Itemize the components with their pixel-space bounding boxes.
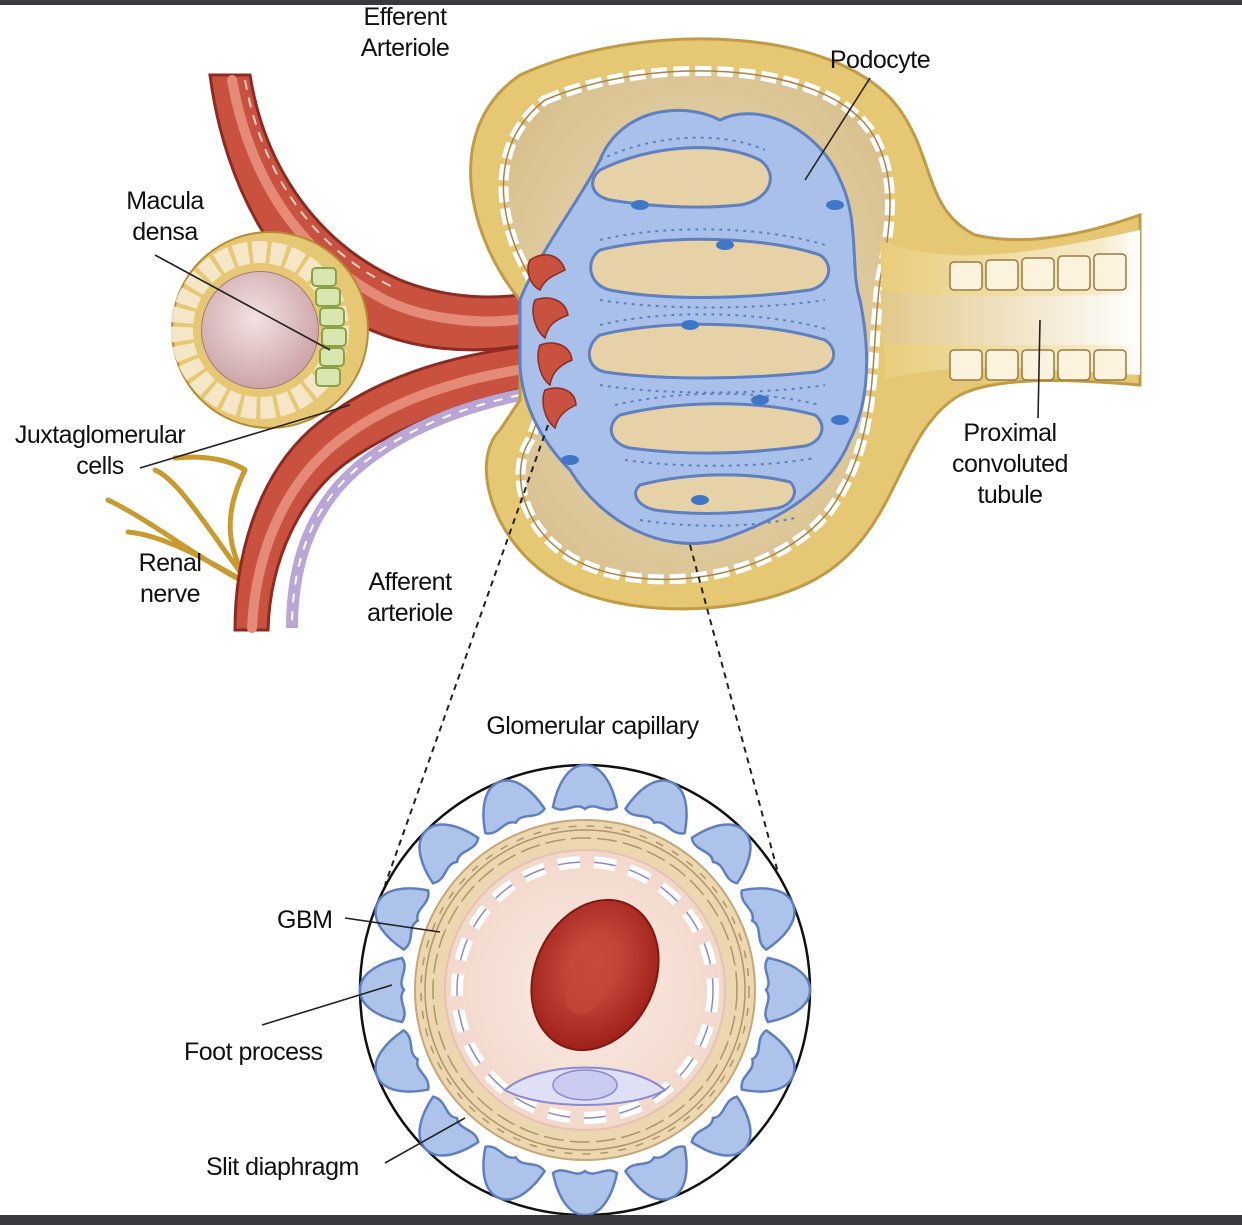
- glomerular-tuft: [518, 108, 869, 545]
- top-border: [0, 0, 1242, 5]
- distal-tubule: [171, 231, 369, 429]
- foot-process: [690, 1095, 752, 1157]
- label-efferent-arteriole: Efferent Arteriole: [360, 3, 450, 62]
- foot-process: [418, 823, 480, 885]
- zoom-lines: [384, 424, 781, 886]
- label-proximal-convoluted-tubule: Proximal convoluted tubule: [952, 419, 1068, 509]
- foot-process: [482, 779, 547, 835]
- foot-process: [551, 763, 619, 811]
- label-gbm: GBM: [277, 906, 333, 934]
- label-slit-diaphragm: Slit diaphragm: [206, 1153, 359, 1181]
- label-podocyte: Podocyte: [829, 46, 931, 74]
- label-afferent-arteriole: Afferent arteriole: [367, 568, 453, 627]
- label-juxtaglomerular-cells: Juxtaglomerular cells: [14, 421, 186, 480]
- foot-process: [740, 1028, 796, 1093]
- foot-process: [740, 887, 796, 952]
- foot-process: [623, 779, 688, 835]
- label-glomerular-capillary: Glomerular capillary: [486, 712, 699, 740]
- label-foot-process: Foot process: [184, 1038, 323, 1066]
- foot-process: [374, 1028, 430, 1093]
- capillary-cross-section: [358, 763, 812, 1217]
- label-renal-nerve: Renal nerve: [138, 549, 202, 608]
- foot-process: [482, 1145, 547, 1201]
- bottom-border: [0, 1215, 1242, 1225]
- proximal-convoluted-tubule: [880, 230, 1140, 381]
- foot-process: [551, 1169, 619, 1217]
- foot-process: [690, 823, 752, 885]
- foot-process: [764, 956, 812, 1024]
- foot-process: [623, 1145, 688, 1201]
- label-macula-densa: Macula densa: [126, 187, 204, 246]
